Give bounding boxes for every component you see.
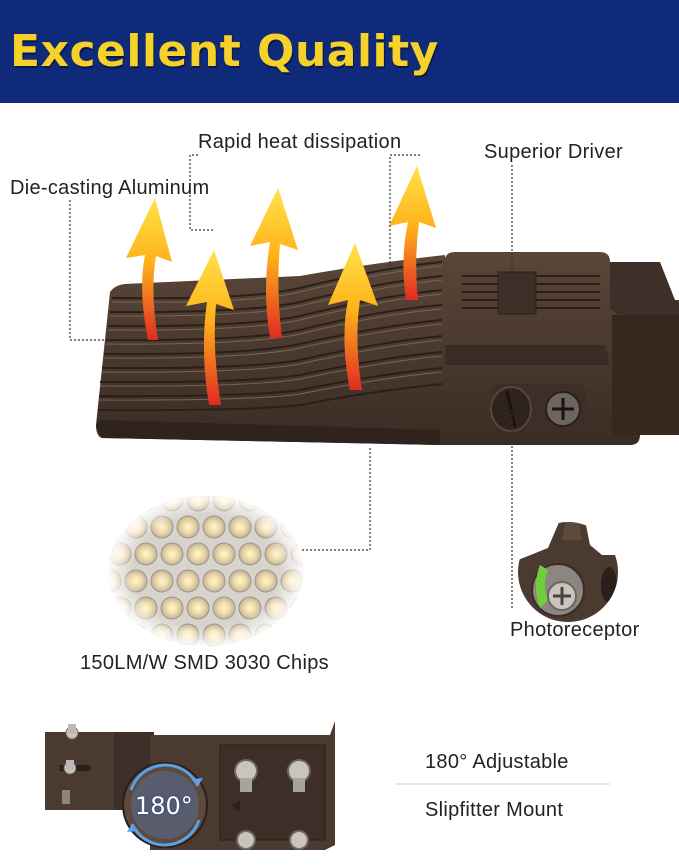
rotation-angle-label: 180° xyxy=(135,792,193,820)
heat-arrow-icon xyxy=(328,243,378,390)
heat-arrow-icon xyxy=(250,188,298,338)
banner-title: Excellent Quality xyxy=(10,26,439,77)
callout-heat-dissipation: Rapid heat dissipation xyxy=(198,131,402,153)
driver-housing xyxy=(440,252,679,445)
heat-arrows xyxy=(126,166,436,405)
led-chip-closeup xyxy=(109,496,303,646)
heat-arrow-icon xyxy=(389,166,436,300)
rotate-arrow-icon xyxy=(127,763,203,847)
callout-superior-driver: Superior Driver xyxy=(484,141,623,163)
heat-arrow-icon xyxy=(126,198,172,340)
callout-slipfitter-mount: Slipfitter Mount xyxy=(425,799,564,821)
callout-lines xyxy=(69,154,513,610)
callout-adjustable: 180° Adjustable xyxy=(425,751,569,773)
slipfitter-mount xyxy=(45,721,335,850)
heat-arrow-icon xyxy=(186,250,234,405)
callout-smd-chips: 150LM/W SMD 3030 Chips xyxy=(80,652,329,674)
header-banner: Excellent Quality xyxy=(0,0,679,103)
callout-die-casting-aluminum: Die-casting Aluminum xyxy=(10,177,210,199)
callout-photoreceptor: Photoreceptor xyxy=(510,619,640,641)
photoreceptor-closeup xyxy=(518,522,618,622)
